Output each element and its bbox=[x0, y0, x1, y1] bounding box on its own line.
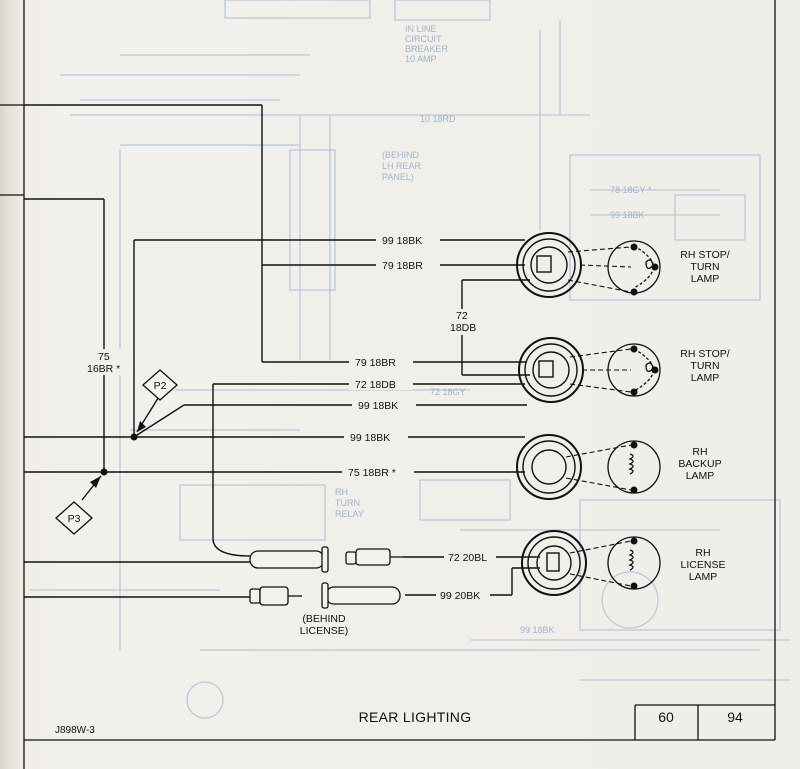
ghost-label: 10 AMP bbox=[405, 54, 437, 64]
wire-label: 75 18BR * bbox=[348, 467, 396, 479]
lamp-label: LAMP bbox=[686, 470, 715, 482]
socket-license bbox=[521, 530, 587, 596]
connector-note: (BEHIND LICENSE) bbox=[300, 613, 348, 637]
background-ghost-layer bbox=[30, 0, 790, 719]
lamp-label: RH STOP/ bbox=[680, 348, 729, 360]
splice-label: P3 bbox=[68, 513, 81, 525]
ghost-label: 10 18RD bbox=[420, 114, 456, 124]
bulb-backup bbox=[607, 440, 661, 494]
socket-backup bbox=[516, 434, 582, 500]
wire-label: 99 20BK bbox=[440, 590, 480, 602]
footer: J898W-3 REAR LIGHTING 60 94 bbox=[55, 709, 743, 736]
connector-male-1 bbox=[345, 548, 403, 566]
connector-male-2 bbox=[249, 586, 302, 606]
connector-female-2 bbox=[321, 582, 401, 609]
lamp-labels: RH STOP/ TURN LAMP RH STOP/ TURN LAMP RH… bbox=[678, 249, 729, 583]
ghost-label: TURN bbox=[335, 498, 360, 508]
lamp-label: RH bbox=[692, 446, 707, 458]
arrowhead bbox=[90, 476, 101, 488]
wire-label: 72 bbox=[456, 310, 468, 322]
wire-labels: 99 18BK 79 18BR 72 18DB 79 18BR 72 18DB … bbox=[84, 233, 496, 602]
page-number: 94 bbox=[727, 709, 743, 725]
splice-p2: P2 bbox=[142, 369, 178, 401]
lamp-label: RH STOP/ bbox=[680, 249, 729, 261]
lamp-sockets bbox=[516, 232, 587, 596]
ghost-label: RELAY bbox=[335, 509, 364, 519]
lamp-label: LAMP bbox=[689, 571, 718, 583]
connector-note-line: (BEHIND bbox=[302, 613, 346, 625]
wire-label: 72 18DB bbox=[355, 379, 396, 391]
wire-label: 99 18BK bbox=[382, 235, 422, 247]
lamp-label: BACKUP bbox=[678, 458, 721, 470]
splice-dot-p2 bbox=[130, 433, 138, 441]
splice-dot-p3 bbox=[100, 468, 108, 476]
connector-female-1 bbox=[249, 546, 329, 573]
ghost-label: (BEHIND bbox=[382, 150, 420, 160]
ghost-label: BREAKER bbox=[405, 44, 449, 54]
wire-label: 79 18BR bbox=[355, 357, 396, 369]
figure-id: J898W-3 bbox=[55, 725, 95, 736]
ghost-label: LH REAR bbox=[382, 161, 422, 171]
page-title: REAR LIGHTING bbox=[359, 709, 472, 725]
bulb-contacts bbox=[630, 243, 659, 590]
lamp-label: LAMP bbox=[691, 372, 720, 384]
page-number: 60 bbox=[658, 709, 674, 725]
ghost-label: RH bbox=[335, 487, 348, 497]
wire-label: 99 18BK bbox=[350, 432, 390, 444]
ghost-label: CIRCUIT bbox=[405, 34, 442, 44]
wire-label: 16BR * bbox=[87, 363, 120, 375]
socket-stop-turn-1 bbox=[516, 232, 582, 298]
ghost-label: 99 18BK bbox=[520, 625, 555, 635]
ghost-label: 72 18GY bbox=[430, 387, 466, 397]
wire-label: 75 bbox=[98, 351, 110, 363]
inline-connectors bbox=[249, 546, 403, 609]
ghost-label: IN LINE bbox=[405, 24, 437, 34]
arrowhead bbox=[137, 421, 146, 432]
ghost-label: 99 18BK bbox=[610, 210, 645, 220]
bulb-license bbox=[607, 536, 661, 590]
lamp-label: RH bbox=[695, 547, 710, 559]
ghost-label: PANEL) bbox=[382, 172, 414, 182]
lamp-label: LICENSE bbox=[681, 559, 726, 571]
lamp-label: TURN bbox=[690, 360, 719, 372]
background-ghost-text: IN LINE CIRCUIT BREAKER 10 AMP (BEHIND L… bbox=[335, 24, 652, 635]
wire-label: 72 20BL bbox=[448, 552, 487, 564]
page-frame bbox=[0, 0, 776, 769]
splice-p3: P3 bbox=[55, 501, 93, 535]
socket-stop-turn-2 bbox=[518, 337, 584, 403]
connector-note-line: LICENSE) bbox=[300, 625, 348, 637]
dashed-links bbox=[565, 246, 632, 587]
lamp-label: LAMP bbox=[691, 273, 720, 285]
wire-label: 99 18BK bbox=[358, 400, 398, 412]
splice-dots bbox=[90, 421, 146, 488]
wire-72-bend bbox=[212, 539, 251, 557]
splice-label: P2 bbox=[154, 380, 167, 392]
ghost-label: 78 18GY * bbox=[610, 185, 652, 195]
lamp-label: TURN bbox=[690, 261, 719, 273]
wire-label: 79 18BR bbox=[382, 260, 423, 272]
wire-label: 18DB bbox=[450, 322, 476, 334]
